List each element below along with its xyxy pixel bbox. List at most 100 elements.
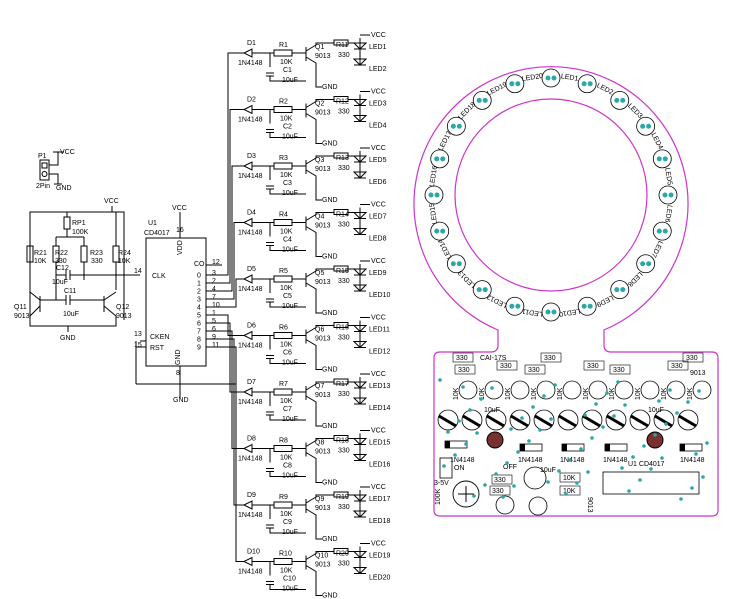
ic-vdd: VDD (177, 240, 184, 255)
pcb-10k-label: 10K (661, 387, 668, 400)
ring-led-pad (620, 287, 626, 293)
pcb-resistor-value: 10K (563, 488, 576, 495)
c11-capacitor (40, 295, 104, 305)
capacitor-label: C10 (283, 576, 296, 583)
pcb-resistor-outline (682, 352, 704, 363)
pcb-resistor-value: 10K (563, 475, 576, 482)
ring-led-label: LED3 (626, 103, 643, 120)
c12-value: 10uF (52, 279, 68, 286)
pcb-resistor-value: 330 (544, 355, 556, 362)
ring-led-label: LED16 (429, 165, 439, 187)
pcb-resistor-value: 330 (494, 477, 506, 484)
capacitor-label: C7 (283, 406, 292, 413)
ring-led-outline (636, 254, 656, 274)
stage-vcc: VCC (371, 32, 386, 39)
pcb-resistor-outline (496, 360, 518, 371)
ring-led-pad (434, 228, 440, 234)
resistor-value: 10K (280, 285, 293, 292)
resistor-symbol (273, 219, 293, 226)
r23-value: 330 (91, 258, 103, 265)
led-pair-symbol (352, 546, 368, 575)
ic-vdd-pin: 16 (176, 227, 184, 234)
transistor-label: Q9 (315, 496, 324, 503)
ring-led-pad (434, 156, 440, 162)
ring-led-pad (640, 123, 646, 129)
r21-value: 10K (34, 258, 47, 265)
ring-led-pad (551, 75, 557, 81)
ring-led-outline (430, 221, 450, 241)
pcb-diode-value: 1N4148 (680, 457, 705, 464)
ic-output-label: 4 (197, 305, 201, 312)
ring-led-outline (577, 296, 597, 316)
stage-vcc: VCC (371, 371, 386, 378)
led-pair-symbol (352, 207, 368, 236)
diode-label: D3 (247, 153, 256, 160)
resistor-symbol (273, 49, 293, 57)
load-resistor-value: 330 (338, 52, 350, 59)
r22-value: 330 (55, 258, 67, 265)
capacitor-symbol (266, 411, 306, 421)
led-label: LED7 (369, 214, 387, 221)
led-pair-symbol (352, 264, 368, 292)
pcb-resistor-outline (667, 360, 689, 371)
pcb-board: LED1LED2LED3LED4LED5LED6LED7LED8LED9LED1… (413, 66, 719, 517)
transistor-value: 9013 (315, 449, 331, 456)
load-resistor-value: 330 (338, 504, 350, 511)
pcb-resistor-outline (609, 364, 631, 375)
ring-led-pad (440, 156, 446, 162)
led-label: LED6 (369, 179, 387, 186)
led-pair-symbol (352, 490, 368, 518)
ring-led-pad (668, 192, 674, 198)
stage-vcc: VCC (371, 484, 386, 491)
pcb-cap-label: 10uF (484, 407, 500, 414)
ic-output-label: 6 (197, 321, 201, 328)
ring-led-pad (646, 261, 652, 267)
stage-vcc: VCC (371, 258, 386, 265)
q12-label: Q12 (116, 304, 129, 311)
transistor-label: Q10 (315, 553, 328, 560)
capacitor-value: 10uF (282, 77, 298, 84)
pcb-resistor-value: 330 (613, 367, 625, 374)
led-label: LED9 (369, 270, 387, 277)
ring-led-outline (652, 221, 672, 241)
ring-led-outline (472, 90, 492, 110)
led-pair-symbol (352, 94, 368, 123)
pcb-resistor-outline (559, 485, 581, 496)
capacitor-label: C2 (283, 124, 292, 131)
led-label: LED1 (369, 44, 387, 51)
diode-value: 1N4148 (238, 569, 263, 576)
resistor-label: R5 (279, 268, 288, 275)
transistor-symbol (305, 383, 317, 420)
diode-label: D9 (247, 492, 256, 499)
ring-led-pad (450, 261, 456, 267)
pcb-resistor-value: 330 (528, 367, 540, 374)
resistor-value: 10K (280, 59, 293, 66)
r21-label: R21 (34, 250, 47, 257)
pcb-resistor-outline (454, 364, 476, 375)
diode-value: 1N4148 (238, 60, 263, 67)
pcb-10k-label: 10K (531, 387, 538, 400)
ring-led-label: LED4 (649, 132, 663, 151)
led-label: LED11 (369, 327, 390, 334)
stage-vcc: VCC (371, 428, 386, 435)
ring-led-outline (652, 149, 672, 169)
ring-led-outline (658, 185, 678, 205)
driver-stage: D101N4148R1010KC1010uFQ109013GNDR20330VC… (226, 346, 391, 599)
led-pair-symbol (352, 320, 368, 349)
ring-led-outline (541, 68, 561, 88)
led-label: LED20 (369, 575, 391, 582)
pcb-transistor-outline (484, 380, 504, 400)
ic-rst: RST (150, 345, 165, 352)
led-label: LED16 (369, 462, 391, 469)
diode-label: D5 (247, 266, 256, 273)
resistor-value: 10K (280, 229, 293, 236)
ic-co-pin: 12 (212, 259, 220, 266)
ic-part: CD4017 (144, 230, 170, 237)
driver-stage: D11N4148R110KC110uFQ19013GNDR11330VCCLED… (226, 32, 387, 276)
transistor-value: 9013 (315, 392, 331, 399)
resistor-value: 10K (280, 511, 293, 518)
ring-led-pad (614, 287, 620, 293)
capacitor-label: C8 (283, 463, 292, 470)
pcb-diode-value: 1N4148 (450, 457, 475, 464)
transistor-value: 9013 (315, 336, 331, 343)
